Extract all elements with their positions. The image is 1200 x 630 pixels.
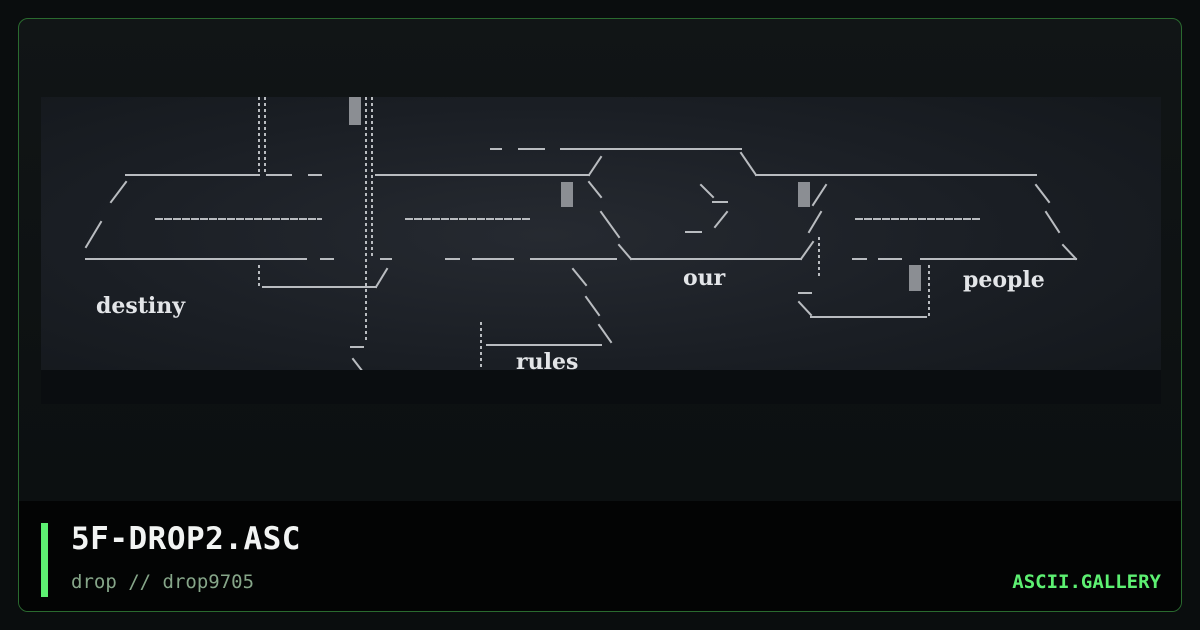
art-block [561, 182, 573, 207]
art-stroke [713, 210, 729, 229]
art-stroke [584, 295, 601, 317]
accent-bar [41, 523, 48, 597]
file-title: 5F-DROP2.ASC [71, 521, 301, 557]
art-stroke [699, 183, 715, 199]
art-stroke [807, 210, 823, 234]
art-stroke [571, 267, 588, 287]
artist-subtitle: drop // drop9705 [71, 571, 255, 593]
art-stroke [617, 243, 633, 261]
ascii-art-drawing: destiny rules our people [84, 97, 1078, 375]
art-block [798, 182, 810, 207]
gallery-card: destiny rules our people 5F-DROP2.ASC dr… [18, 18, 1182, 612]
art-stroke [1061, 243, 1078, 261]
art-bottom-shadow [41, 370, 1161, 404]
art-stroke [811, 183, 828, 207]
art-stroke [599, 210, 621, 239]
ascii-art-preview: destiny rules our people [41, 97, 1161, 404]
art-stroke [587, 180, 603, 199]
art-block [349, 97, 361, 125]
art-stroke [1034, 183, 1051, 204]
art-stroke [374, 267, 389, 289]
art-stroke [797, 300, 813, 317]
site-brand[interactable]: ASCII.GALLERY [1012, 571, 1161, 593]
art-stroke [1044, 210, 1061, 234]
art-stroke [799, 240, 815, 261]
art-block [909, 265, 921, 291]
card-footer: 5F-DROP2.ASC drop // drop9705 ASCII.GALL… [19, 501, 1181, 611]
art-stroke [351, 357, 365, 374]
art-stroke [587, 155, 603, 177]
art-stroke [739, 151, 758, 177]
art-stroke [597, 323, 613, 344]
art-stroke [84, 220, 103, 249]
art-stroke [109, 180, 128, 204]
art-word-people: people [963, 267, 1045, 293]
art-word-destiny: destiny [96, 293, 186, 319]
art-word-our: our [683, 265, 726, 291]
